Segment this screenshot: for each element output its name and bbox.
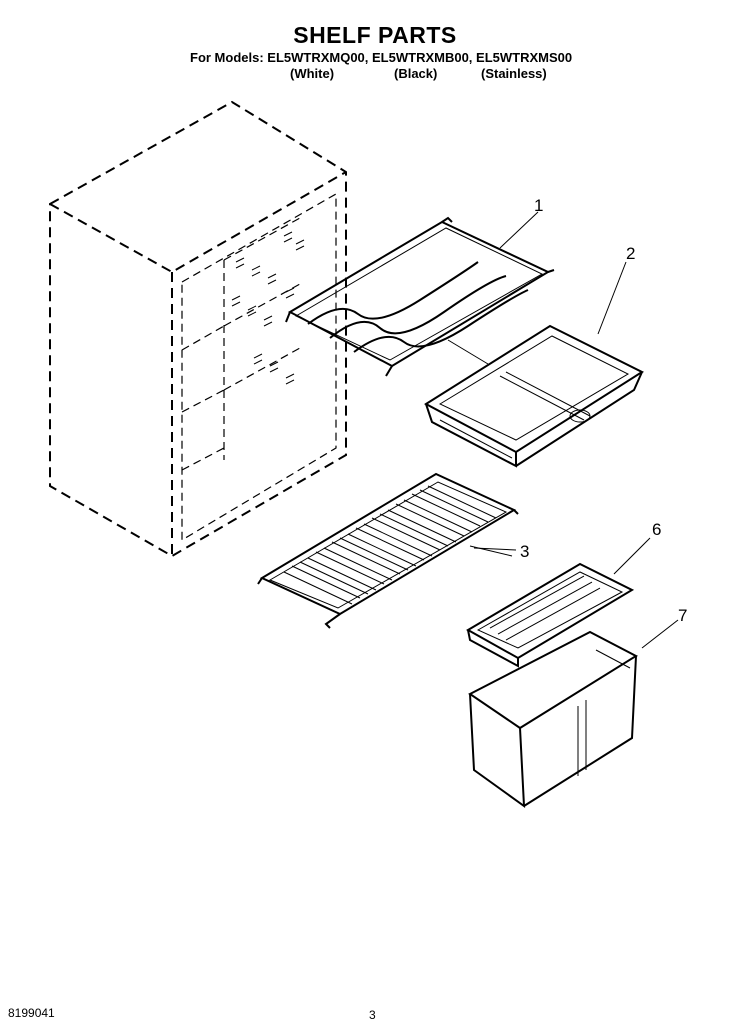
wine-rack-part-1 xyxy=(285,216,555,377)
drawer-bin-part-7 xyxy=(468,630,639,809)
callout-3: 3 xyxy=(520,542,530,561)
cabinet-outline xyxy=(49,100,347,558)
crisper-pan-part-2 xyxy=(424,324,645,468)
callout-7: 7 xyxy=(678,606,688,625)
page-number: 3 xyxy=(369,1008,376,1022)
page-title: SHELF PARTS xyxy=(293,22,457,48)
callout-6: 6 xyxy=(652,520,662,539)
callout-1: 1 xyxy=(534,196,544,215)
leader-1 xyxy=(499,211,539,249)
leader-6 xyxy=(613,537,651,575)
variant-white: (White) xyxy=(290,66,335,81)
models-line: For Models: EL5WTRXMQ00, EL5WTRXMB00, EL… xyxy=(190,50,573,65)
leader-3 xyxy=(473,547,517,551)
variant-stainless: (Stainless) xyxy=(481,66,547,81)
wire-shelf-part-3 xyxy=(257,472,519,629)
drawer-lid-part-6 xyxy=(465,562,635,668)
leader-2 xyxy=(597,261,627,335)
variant-black: (Black) xyxy=(394,66,438,81)
leader-7 xyxy=(641,619,679,649)
doc-number: 8199041 xyxy=(8,1006,55,1020)
callout-2: 2 xyxy=(626,244,636,263)
